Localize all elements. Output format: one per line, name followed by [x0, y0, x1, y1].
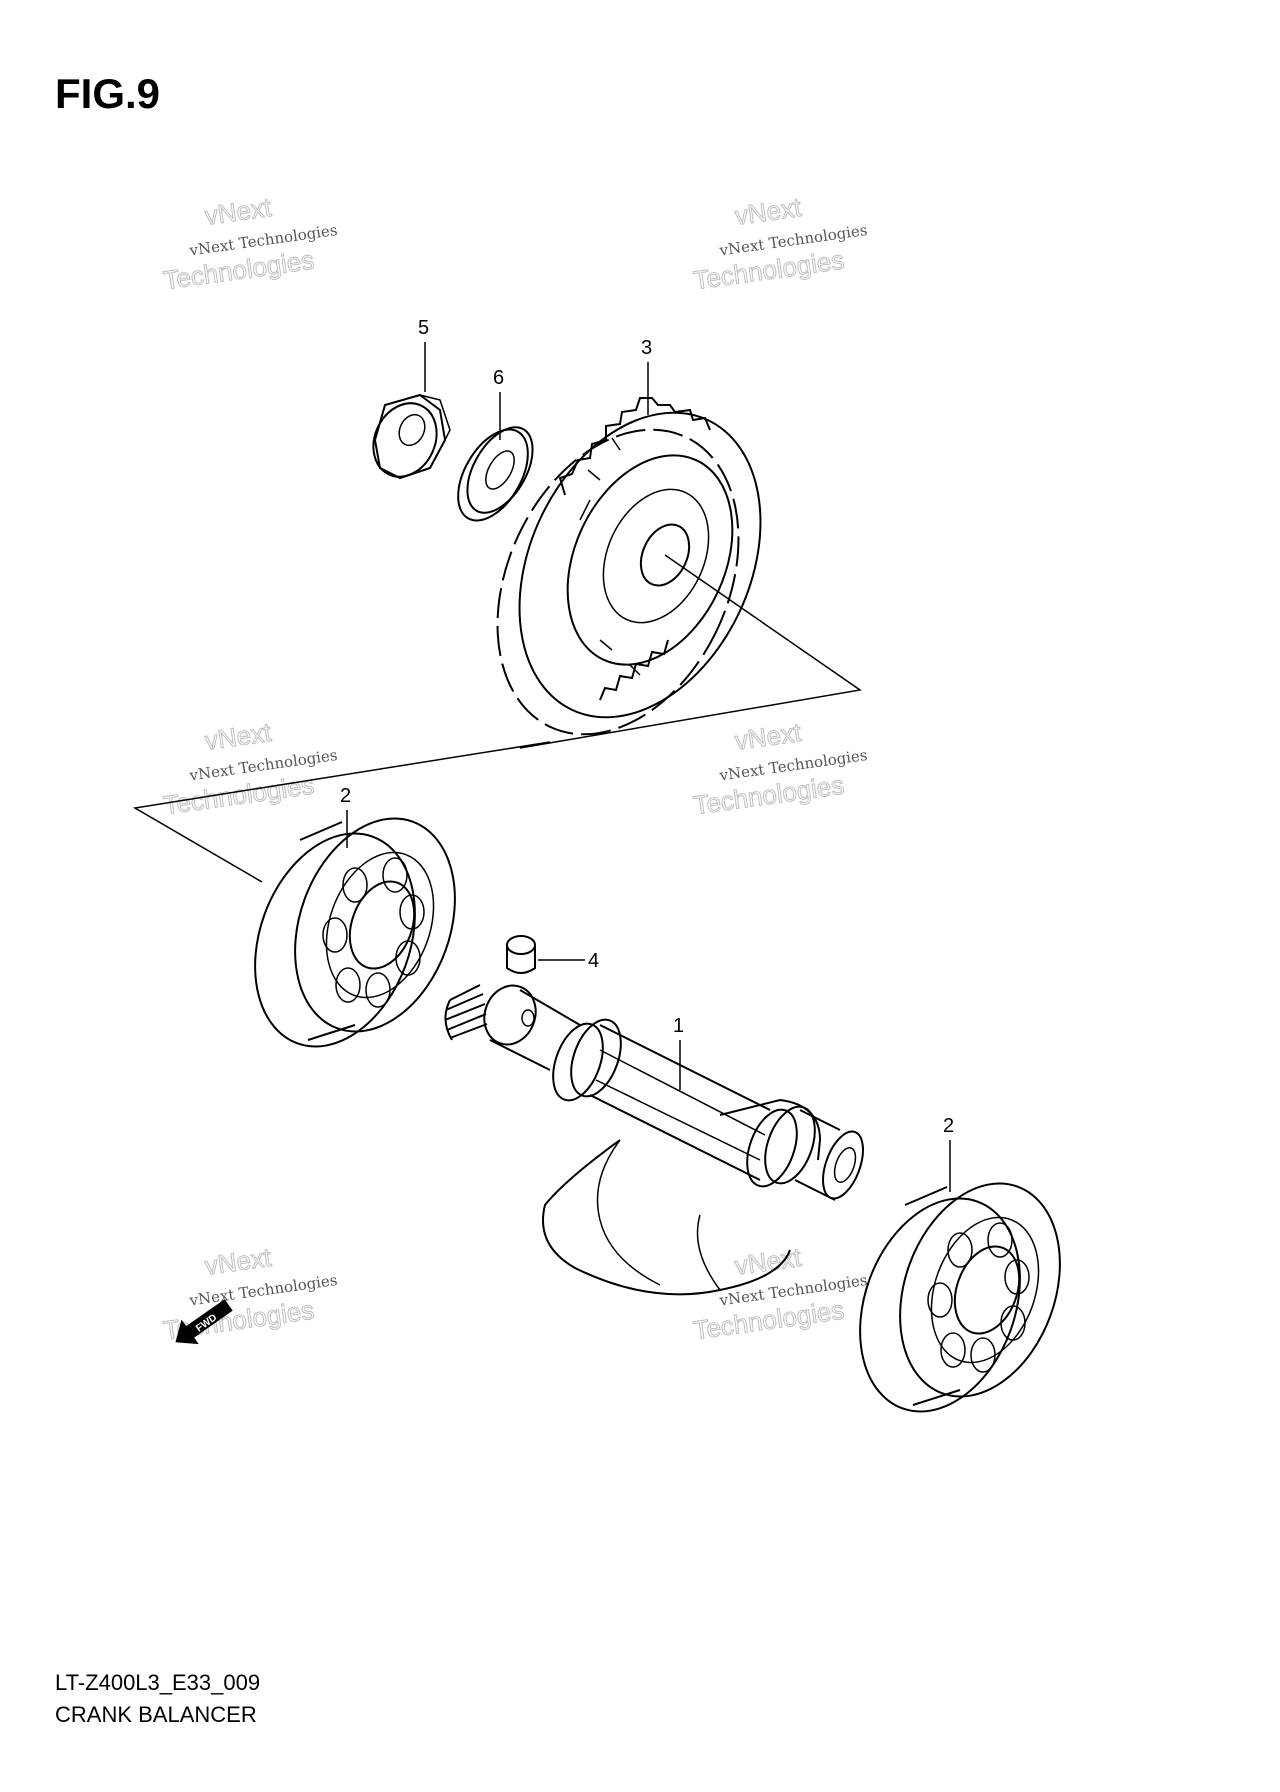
watermark-top-left: vNext Technologies vNext Technologies — [161, 191, 338, 295]
watermark-mid-mid: vNext Technologies vNext Technologies — [691, 716, 868, 820]
figure-title: FIG.9 — [55, 70, 161, 117]
watermark-low-mid: vNext Technologies vNext Technologies — [691, 1241, 868, 1345]
callout-2-upper: 2 — [340, 785, 351, 807]
svg-text:vNext: vNext — [733, 192, 804, 231]
callout-6: 6 — [493, 367, 504, 389]
part-3-gear — [496, 397, 762, 736]
part-4-pin — [506, 935, 536, 974]
svg-text:vNext: vNext — [203, 1242, 274, 1281]
svg-text:vNext: vNext — [203, 717, 274, 756]
svg-text:vNext: vNext — [733, 717, 804, 756]
callout-1: 1 — [673, 1015, 684, 1037]
part-2-bearing-lower — [859, 1182, 1061, 1413]
callout-5: 5 — [418, 317, 429, 339]
watermark-top-mid: vNext Technologies vNext Technologies — [691, 191, 868, 295]
diagram-code: LT-Z400L3_E33_009 — [55, 1670, 261, 1695]
watermark-mid-left: vNext Technologies vNext Technologies — [161, 716, 338, 820]
part-2-bearing-upper — [254, 817, 456, 1048]
part-1-balancer-shaft — [444, 984, 864, 1296]
callout-4: 4 — [588, 950, 599, 972]
diagram-name: CRANK BALANCER — [55, 1702, 257, 1727]
callouts: 5 6 3 2 4 1 2 — [340, 317, 954, 1192]
callout-2-lower: 2 — [943, 1115, 954, 1137]
part-6-washer — [457, 426, 534, 522]
assembly-leader-line — [132, 554, 862, 883]
svg-text:vNext: vNext — [203, 192, 274, 231]
svg-text:vNext: vNext — [733, 1242, 804, 1281]
callout-3: 3 — [641, 337, 652, 359]
part-5-nut — [372, 393, 451, 480]
watermark-group: vNext Technologies vNext Technologies vN… — [161, 191, 868, 1345]
